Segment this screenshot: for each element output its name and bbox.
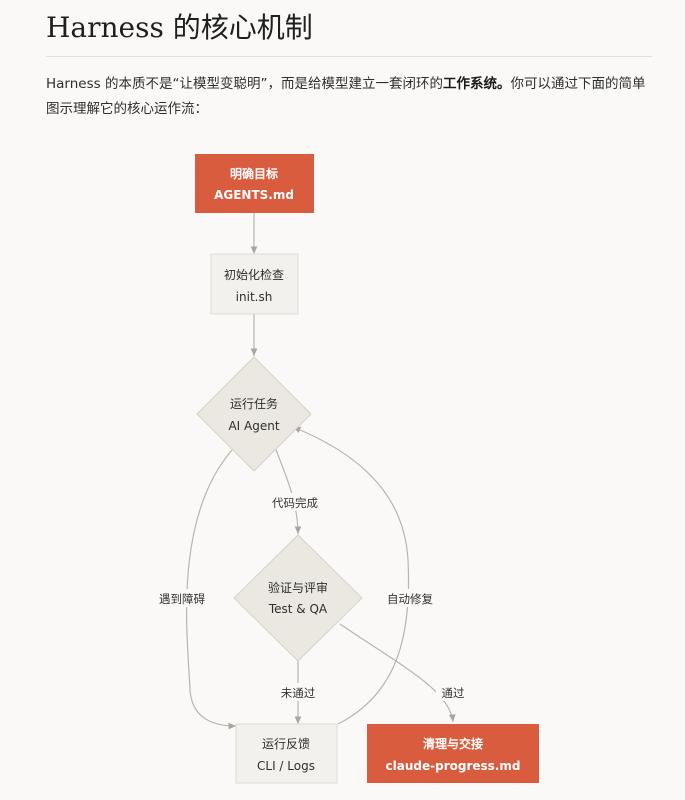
label-bg-auto-fix: [383, 589, 437, 607]
node-feedback-title: 运行反馈: [262, 737, 310, 751]
label-bg-code-done: [268, 493, 322, 511]
node-verify-title: 验证与评审: [268, 580, 328, 595]
label-bg-blocked: [155, 589, 209, 607]
edge-run-feedback: [186, 449, 237, 730]
edge-label-auto-fix: 自动修复: [387, 592, 433, 606]
node-run-subtitle: AI Agent: [228, 419, 279, 433]
node-goal: 明确目标 AGENTS.md: [195, 154, 314, 213]
intro-text-2: 你可以通过下面的简单图示理解它的核心运作流：: [46, 76, 646, 117]
edge-run-verify: [275, 449, 302, 535]
node-init: 初始化检查 init.sh: [210, 253, 299, 315]
intro-paragraph: Harness 的本质不是“让模型变聪明”，而是给模型建立一套闭环的工作系统。你…: [46, 72, 652, 122]
edge-label-passed: 通过: [442, 686, 465, 700]
title-divider: [46, 56, 652, 57]
node-run-title: 运行任务: [230, 396, 278, 411]
label-bg-passed: [436, 683, 470, 701]
node-handoff: 清理与交接 claude-progress.md: [367, 724, 539, 783]
page-title: Harness 的核心机制: [46, 11, 313, 44]
edge-feedback-run: [292, 426, 410, 725]
node-goal-title: 明确目标: [230, 166, 278, 181]
edge-label-not-passed: 未通过: [281, 686, 316, 700]
node-init-subtitle: init.sh: [236, 290, 273, 304]
node-init-title: 初始化检查: [224, 267, 284, 282]
node-goal-subtitle: AGENTS.md: [214, 188, 294, 202]
intro-text-1: Harness 的本质不是“让模型变聪明”，而是给模型建立一套闭环的: [46, 76, 443, 92]
node-run: 运行任务 AI Agent: [196, 356, 312, 472]
edge-label-code-done: 代码完成: [272, 496, 318, 510]
node-handoff-subtitle: claude-progress.md: [386, 759, 521, 773]
node-verify: 验证与评审 Test & QA: [233, 534, 363, 662]
edge-label-blocked: 遇到障碍: [159, 592, 205, 606]
edge-verify-handoff: [339, 623, 456, 723]
node-verify-subtitle: Test & QA: [268, 602, 328, 616]
node-handoff-title: 清理与交接: [423, 736, 483, 751]
intro-bold: 工作系统。: [442, 76, 511, 92]
node-feedback-subtitle: CLI / Logs: [257, 759, 315, 773]
label-bg-not-passed: [276, 683, 320, 701]
node-feedback: 运行反馈 CLI / Logs: [235, 723, 338, 784]
